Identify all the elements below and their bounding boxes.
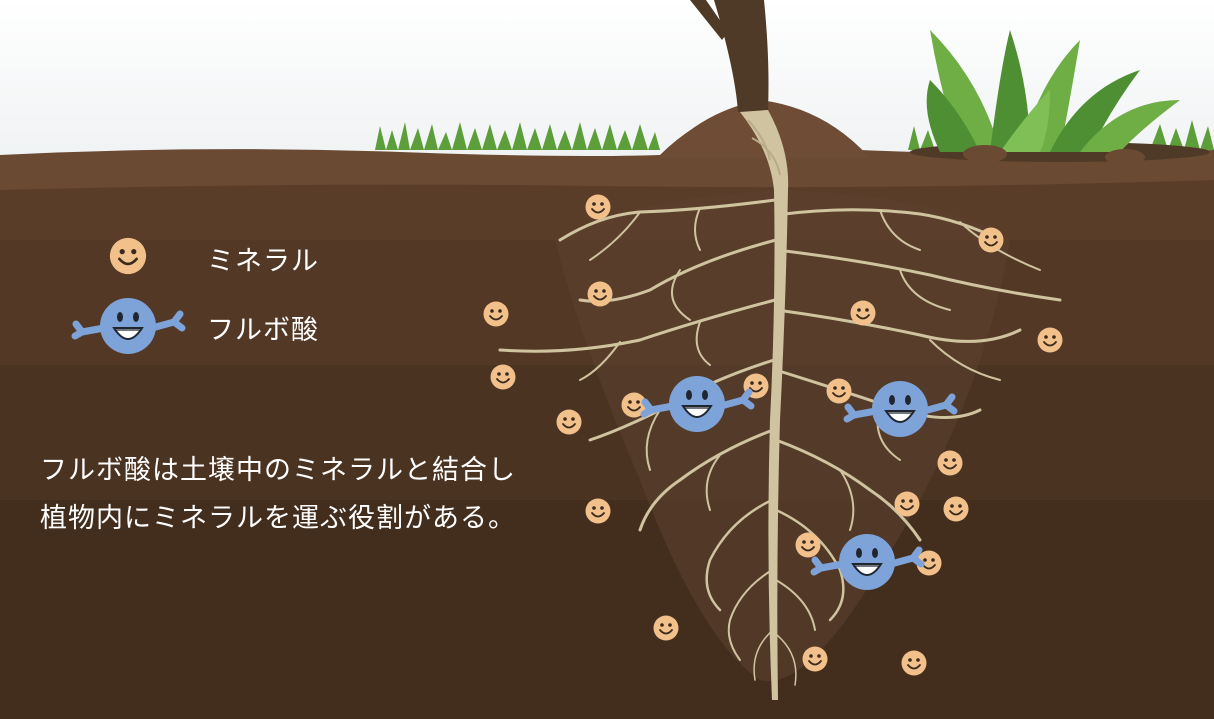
mineral-icon: [936, 449, 964, 477]
legend-fulvic-acid-label: フルボ酸: [207, 315, 319, 346]
legend-mineral-label: ミネラル: [207, 246, 319, 277]
mineral-icon: [584, 497, 612, 525]
mineral-icon: [942, 495, 970, 523]
legend-mineral-icon: [108, 236, 148, 276]
explanation-caption: フルボ酸は土壌中のミネラルと結合し 植物内にミネラルを運ぶ役割がある。: [40, 447, 516, 543]
lateral-roots: [498, 198, 1062, 686]
mineral-icon: [825, 377, 853, 405]
tree-trunk: [714, 0, 769, 112]
root-zone: [555, 190, 1010, 681]
mineral-icon: [482, 300, 510, 328]
mineral-icon: [555, 408, 583, 436]
taproot: [740, 110, 789, 700]
tree-branch: [690, 0, 728, 40]
grass-strip: [375, 120, 1214, 150]
mineral-icon: [900, 649, 928, 677]
soil-layer-5: [0, 500, 1214, 719]
mineral-icon: [893, 490, 921, 518]
grass-clump: [910, 30, 1210, 165]
mineral-icon: [584, 193, 612, 221]
mineral-icon: [801, 645, 829, 673]
mineral-icon: [1036, 326, 1064, 354]
caption-line-2: 植物内にミネラルを運ぶ役割がある。: [40, 503, 516, 534]
mineral-icon: [977, 226, 1005, 254]
caption-line-1: フルボ酸は土壌中のミネラルと結合し: [40, 455, 516, 486]
mineral-icon: [652, 614, 680, 642]
mineral-icon: [794, 531, 822, 559]
mineral-icon: [489, 363, 517, 391]
mineral-icon: [849, 299, 877, 327]
mineral-icon: [586, 280, 614, 308]
